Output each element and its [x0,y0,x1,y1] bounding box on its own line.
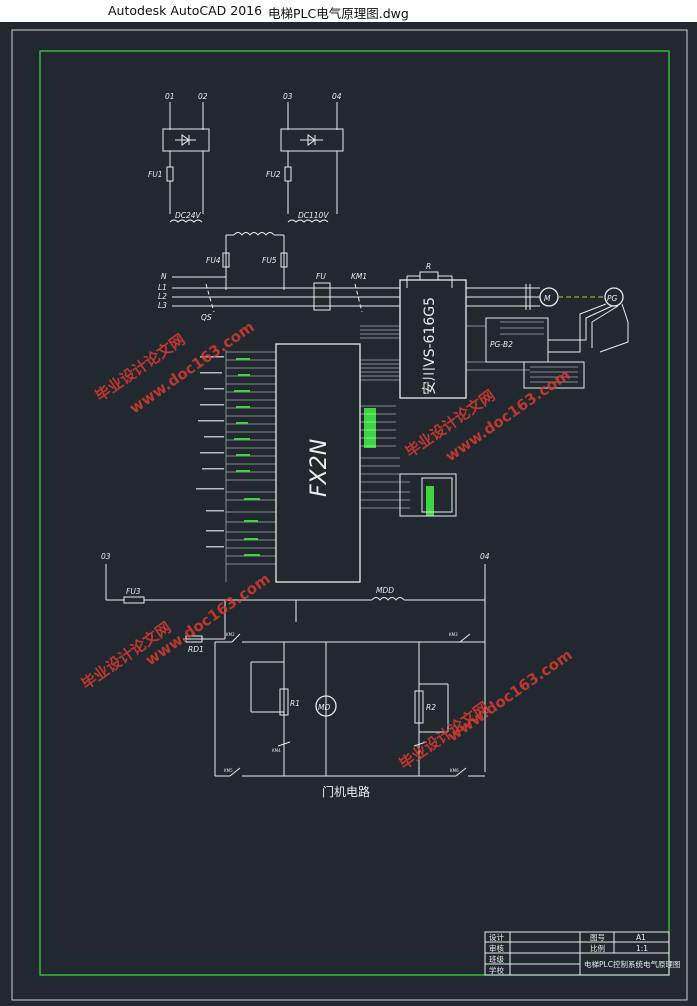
door-circuit[interactable]: 03 04 FU3 MDD RD1 KM2 KM3 R1 MD [101,552,490,799]
door-terminal-03: 03 [101,552,111,561]
coil-mdd-label: MDD [376,586,394,595]
resistor-r-label: R [426,262,431,271]
phase-n-label: N [161,272,167,281]
contact-km2: KM2 [226,632,235,637]
dc110v-label: DC110V [298,211,329,220]
watermark-url-4: www.doc163.com [444,646,576,746]
title-block[interactable]: 设计 审核 班级 学校 图号 A1 比例 1:1 电梯PLC控制系统电气原理图 [484,931,680,976]
cad-drawing[interactable]: 01 02 FU1 DC24V 03 04 FU2 DC110V [0,22,697,1006]
file-name: 电梯PLC电气原理图.dwg [268,6,409,21]
contact-km6: KM6 [450,768,459,773]
tb-school: 学校 [489,965,504,975]
motor-assembly[interactable]: M PG [539,287,629,353]
tb-review: 审核 [489,943,504,953]
motor-label: M [544,294,551,303]
pg-b2-label: PG-B2 [490,340,513,349]
tb-class: 班级 [489,954,504,964]
fuse-fu1-label: FU1 [148,170,163,179]
fuse-fu-label: FU [316,272,326,281]
phase-l1-label: L1 [158,283,167,292]
window-titlebar: Autodesk AutoCAD 2016 电梯PLC电气原理图.dwg [0,0,697,22]
contact-km3: KM3 [449,632,458,637]
fuse-fu4-label: FU4 [206,256,221,265]
tb-scale: 1:1 [636,944,648,953]
contactor-km1-label: KM1 [351,272,367,281]
fuse-fu3-label: FU3 [126,587,141,596]
app-title: Autodesk AutoCAD 2016 [108,3,263,18]
resistor-r2-label: R2 [426,703,436,712]
tb-drawing-no-label: 图号 [590,933,605,942]
inverter-vs616g5[interactable]: 安川VS-616G5 PG-B2 [360,279,585,399]
drawing-canvas[interactable]: 01 02 FU1 DC24V 03 04 FU2 DC110V [0,22,697,1006]
contact-km5: KM5 [224,768,233,773]
fuse-fu5-label: FU5 [262,256,277,265]
door-terminal-04: 04 [480,552,490,561]
tb-scale-label: 比例 [590,943,605,953]
relay-rd1-label: RD1 [188,645,204,654]
terminal-04-label: 04 [332,92,342,101]
outer-border [11,29,688,1001]
encoder-label: PG [607,294,618,303]
tb-drawing-no: A1 [636,933,646,942]
inverter-label: 安川VS-616G5 [422,297,438,395]
rectifier-110v[interactable]: 03 04 FU2 DC110V [266,92,344,223]
encoder-pg[interactable] [604,287,624,307]
transformer-branch[interactable]: FU4 FU5 [206,232,288,291]
terminal-02-label: 02 [198,92,208,101]
main-power-lines[interactable]: N L1 L2 L3 QS FU KM1 R [158,262,540,322]
door-circuit-caption: 门机电路 [322,784,370,799]
resistor-r1-label: R1 [290,699,300,708]
breaker-qs-label: QS [201,313,212,322]
door-motor[interactable] [315,695,337,717]
terminal-01-label: 01 [165,92,175,101]
rectifier-24v[interactable]: 01 02 FU1 DC24V [148,92,210,223]
dc24v-label: DC24V [175,211,202,220]
contact-km4: KM4 [272,748,281,753]
tb-design: 设计 [489,932,504,942]
phase-l3-label: L3 [158,301,167,310]
tb-drawing-title: 电梯PLC控制系统电气原理图 [584,959,680,969]
plc-fx2n[interactable]: FX2N [196,343,457,583]
drawing-frame [39,50,670,976]
terminal-03-label: 03 [283,92,293,101]
door-motor-label: MD [318,703,330,712]
plc-model-label: FX2N [307,439,332,497]
fuse-fu2-label: FU2 [266,170,281,179]
phase-l2-label: L2 [158,292,167,301]
